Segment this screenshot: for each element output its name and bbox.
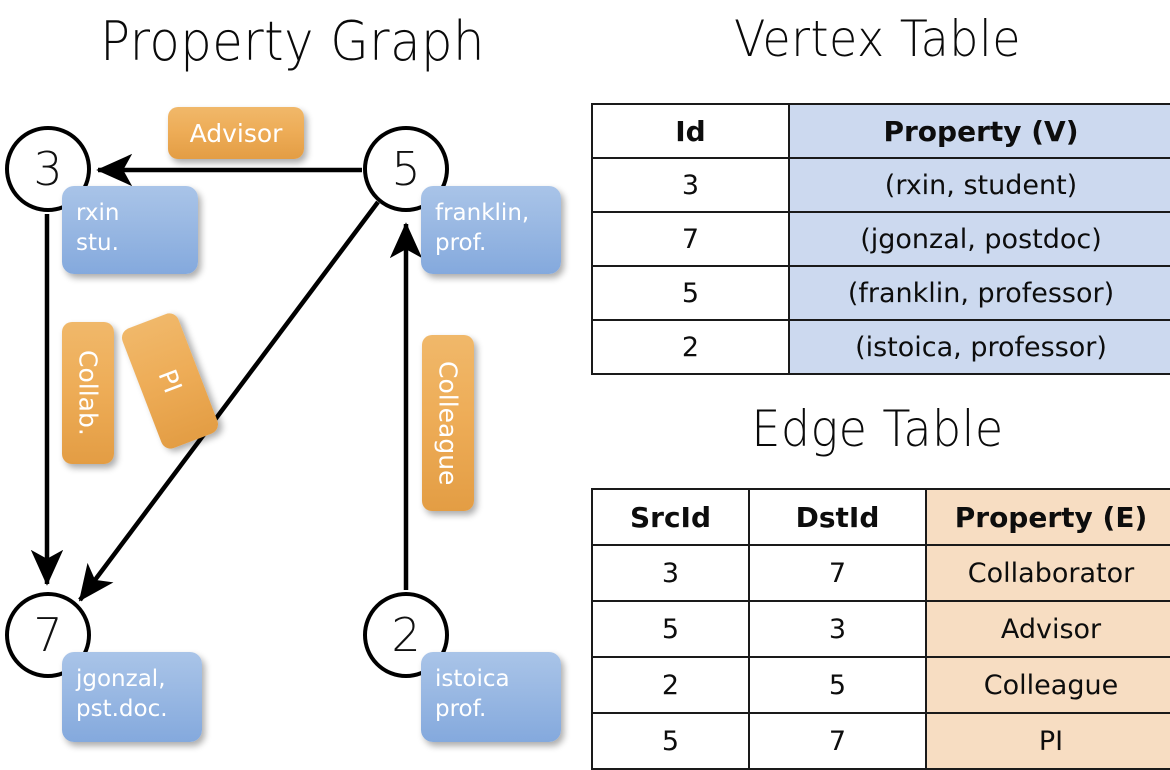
vertex-property-line2: stu. — [76, 230, 119, 256]
page-title-edge-table: Edge Table — [751, 400, 1004, 458]
page-title-vertex-table: Vertex Table — [734, 10, 1021, 68]
vertex-property-line1: franklin, — [435, 200, 530, 226]
edge-cell-srcid: 5 — [591, 600, 750, 658]
edge-cell-dstid: 3 — [748, 600, 927, 658]
table-row: 5 7 PI — [591, 712, 1170, 770]
table-row: 3 7 Collaborator — [591, 544, 1170, 602]
vertex-property-line2: pst.doc. — [76, 696, 168, 722]
edge-label-pi-text: PI — [152, 365, 188, 397]
vertex-property-box-jgonzal: jgonzal, pst.doc. — [62, 652, 202, 742]
page-title-property-graph: Property Graph — [100, 10, 485, 73]
edge-table: SrcId DstId Property (E) 3 7 Collaborato… — [591, 488, 1170, 770]
vertex-table-header-id: Id — [591, 103, 790, 159]
vertex-property-box-istoica: istoica prof. — [421, 652, 561, 742]
table-row: 7 (jgonzal, postdoc) — [591, 211, 1170, 267]
edge-table-header-dstid: DstId — [748, 488, 927, 546]
edge-cell-property: PI — [925, 712, 1170, 770]
edge-label-advisor: Advisor — [168, 107, 304, 159]
vertex-cell-id: 3 — [591, 157, 790, 213]
edge-table-header-property: Property (E) — [925, 488, 1170, 546]
vertex-cell-id: 2 — [591, 319, 790, 375]
vertex-property-line2: prof. — [435, 230, 487, 256]
vertex-property-line2: prof. — [435, 696, 487, 722]
edge-cell-property: Advisor — [925, 600, 1170, 658]
graph-edges-layer — [30, 153, 423, 602]
vertex-table: Id Property (V) 3 (rxin, student) 7 (jgo… — [591, 103, 1170, 375]
property-graph-diagram: 3 5 7 2 rxin stu. franklin, prof. jgonza… — [0, 0, 585, 760]
vertex-property-line1: istoica — [435, 666, 510, 692]
table-row: 2 5 Colleague — [591, 656, 1170, 714]
table-row: 5 (franklin, professor) — [591, 265, 1170, 321]
edge-cell-property: Colleague — [925, 656, 1170, 714]
vertex-cell-property: (istoica, professor) — [788, 319, 1170, 375]
edge-label-colleague-text: Colleague — [433, 360, 463, 486]
edge-cell-dstid: 5 — [748, 656, 927, 714]
vertex-cell-id: 5 — [591, 265, 790, 321]
edge-cell-dstid: 7 — [748, 712, 927, 770]
vertex-table-header-property: Property (V) — [788, 103, 1170, 159]
table-row: 2 (istoica, professor) — [591, 319, 1170, 375]
edge-5-to-7-pi — [78, 200, 380, 602]
table-header-row: SrcId DstId Property (E) — [591, 488, 1170, 546]
edge-cell-dstid: 7 — [748, 544, 927, 602]
edge-cell-srcid: 2 — [591, 656, 750, 714]
vertex-cell-property: (rxin, student) — [788, 157, 1170, 213]
table-row: 3 (rxin, student) — [591, 157, 1170, 213]
edge-table-header-srcid: SrcId — [591, 488, 750, 546]
table-header-row: Id Property (V) — [591, 103, 1170, 159]
graph-node-2[interactable]: 2 — [363, 592, 449, 678]
edge-label-colleague: Colleague — [422, 335, 474, 511]
vertex-property-line1: rxin — [76, 200, 120, 226]
edge-label-collab: Collab. — [62, 322, 114, 464]
edge-cell-property: Collaborator — [925, 544, 1170, 602]
edge-cell-srcid: 5 — [591, 712, 750, 770]
edge-cell-srcid: 3 — [591, 544, 750, 602]
vertex-property-line1: jgonzal, — [76, 666, 166, 692]
vertex-property-box-rxin: rxin stu. — [62, 186, 198, 274]
table-row: 5 3 Advisor — [591, 600, 1170, 658]
vertex-cell-property: (franklin, professor) — [788, 265, 1170, 321]
edge-label-advisor-text: Advisor — [189, 118, 283, 148]
vertex-property-box-franklin: franklin, prof. — [421, 186, 561, 274]
edge-label-collab-text: Collab. — [73, 350, 103, 436]
graph-node-5[interactable]: 5 — [363, 126, 449, 212]
vertex-cell-id: 7 — [591, 211, 790, 267]
vertex-cell-property: (jgonzal, postdoc) — [788, 211, 1170, 267]
